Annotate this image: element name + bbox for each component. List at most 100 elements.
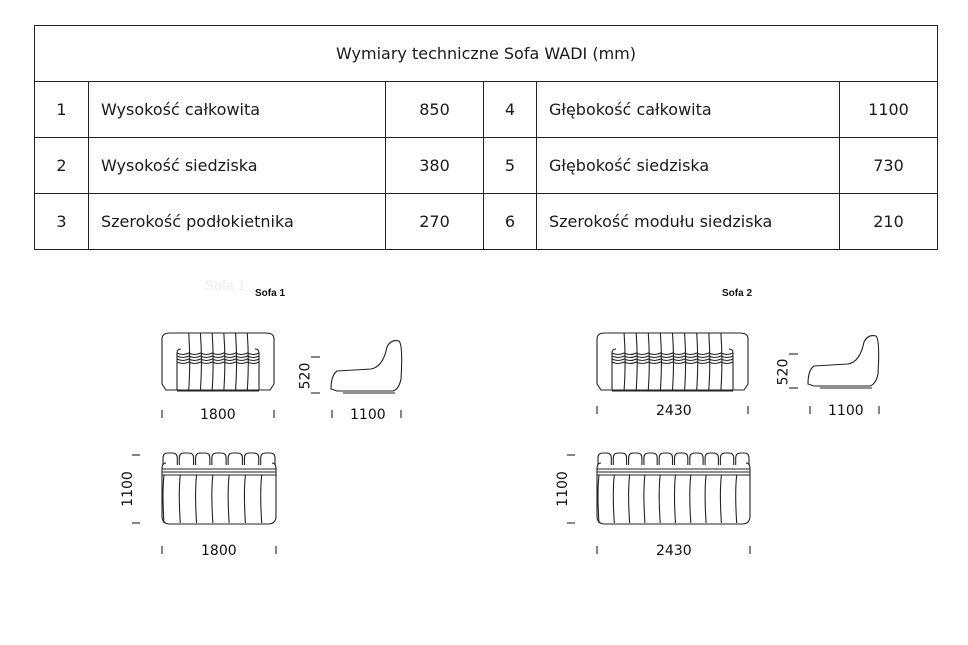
top-outline — [596, 462, 751, 525]
sofa1-top-depth: 1100 — [119, 471, 136, 507]
backrest-cushion — [597, 452, 612, 465]
row-number: 6 — [483, 193, 537, 250]
seat-line — [611, 352, 734, 356]
sofa2-front-width: 2430 — [656, 403, 692, 419]
faded-sofa-label: Sofa 1 — [205, 277, 246, 293]
seat-divider — [178, 474, 181, 524]
module-divider — [211, 332, 214, 391]
armrest-line — [611, 348, 617, 390]
table-row: 3 Szerokość podłokietnika 270 6 Szerokoś… — [34, 193, 938, 250]
row-number: 4 — [483, 81, 537, 138]
sofa1-top-view — [161, 452, 277, 525]
backrest-cushion — [689, 452, 704, 465]
module-divider — [659, 332, 662, 391]
seat-divider — [735, 474, 738, 524]
module-divider — [708, 332, 711, 391]
backrest-cushion — [243, 452, 260, 465]
seat-line — [176, 361, 260, 365]
side-profile — [330, 340, 403, 392]
seat-line — [611, 358, 734, 362]
seat-line — [611, 361, 734, 365]
sofa1-front-view — [161, 332, 275, 392]
seat-divider — [658, 474, 661, 524]
armrest-line — [254, 348, 260, 390]
module-divider — [696, 332, 699, 391]
table-row: 1 Wysokość całkowita 850 4 Głębokość cał… — [34, 81, 938, 138]
seat-divider — [260, 474, 263, 524]
sofa2-side-height: 520 — [775, 358, 792, 386]
seat-line — [176, 355, 260, 359]
sofa2-top-depth: 1100 — [554, 471, 571, 507]
dimension-label: Głębokość siedziska — [536, 137, 840, 194]
backrest-cushion — [704, 452, 719, 465]
sofa1-side-depth: 1100 — [350, 407, 386, 423]
dimension-value: 1100 — [839, 81, 938, 138]
module-divider — [235, 332, 238, 391]
seat-line — [176, 352, 260, 356]
sofa2-front-view — [596, 332, 749, 392]
backrest-cushion — [673, 452, 689, 465]
module-divider — [188, 332, 191, 391]
sofa1-side-view — [330, 340, 403, 394]
backrest-cushion — [735, 452, 750, 465]
backrest-cushion — [162, 452, 178, 465]
dimensions-table: Wymiary techniczne Sofa WADI (mm) 1 Wyso… — [34, 25, 938, 250]
seat-divider — [673, 474, 677, 524]
sofa-outline — [161, 332, 275, 391]
dimension-ticks — [132, 353, 880, 554]
module-divider — [684, 332, 687, 391]
backrest-cushion — [658, 452, 674, 465]
side-profile — [807, 335, 880, 387]
backrest-cushion — [227, 452, 243, 465]
table-row: 2 Wysokość siedziska 380 5 Głębokość sie… — [34, 137, 938, 194]
seat-divider — [689, 474, 692, 524]
seat-divider — [704, 474, 707, 524]
row-number: 2 — [34, 137, 89, 194]
sofa2-title: Sofa 2 — [722, 288, 753, 299]
dimension-label: Szerokość podłokietnika — [88, 193, 386, 250]
sofa2-top-width: 2430 — [656, 543, 692, 559]
armrest-line — [176, 348, 182, 390]
sofa1-title: Sofa 1 — [255, 288, 286, 299]
module-divider — [246, 332, 249, 391]
backrest-cushion — [612, 452, 628, 465]
backrest-cushion — [178, 452, 195, 465]
module-divider — [199, 332, 202, 391]
seat-line — [611, 355, 734, 359]
module-divider — [635, 332, 638, 391]
seat-divider — [628, 474, 631, 524]
sofa2-side-view — [807, 335, 880, 389]
backrest-cushion — [195, 452, 211, 465]
seat-divider — [195, 474, 198, 524]
sofa-outline — [596, 332, 749, 391]
backrest-cushion — [628, 452, 643, 465]
seat-divider — [243, 474, 246, 524]
seat-divider — [597, 474, 600, 524]
sofa2-side-depth: 1100 — [828, 403, 864, 419]
sofa1-side-height: 520 — [297, 362, 314, 390]
table-header-row: Wymiary techniczne Sofa WADI (mm) — [34, 25, 938, 82]
row-number: 5 — [483, 137, 537, 194]
seat-divider — [643, 474, 646, 524]
table-title: Wymiary techniczne Sofa WADI (mm) — [34, 25, 938, 82]
dimension-value: 270 — [385, 193, 484, 250]
backrest-cushion — [211, 452, 227, 465]
backrest-cushion — [260, 452, 276, 465]
seat-divider — [719, 474, 722, 524]
backrest-cushion — [719, 452, 735, 465]
row-number: 1 — [34, 81, 89, 138]
seat-divider — [162, 474, 165, 524]
dimension-value: 730 — [839, 137, 938, 194]
backrest-cushion — [643, 452, 658, 465]
dimension-label: Głębokość całkowita — [536, 81, 840, 138]
top-outline — [161, 462, 277, 525]
sofa2-top-view — [596, 452, 751, 525]
dimension-value: 210 — [839, 193, 938, 250]
module-divider — [720, 332, 723, 391]
module-divider — [671, 332, 675, 391]
module-divider — [223, 332, 226, 391]
dimension-label: Szerokość modułu siedziska — [536, 193, 840, 250]
seat-divider — [227, 474, 230, 524]
row-number: 3 — [34, 193, 89, 250]
